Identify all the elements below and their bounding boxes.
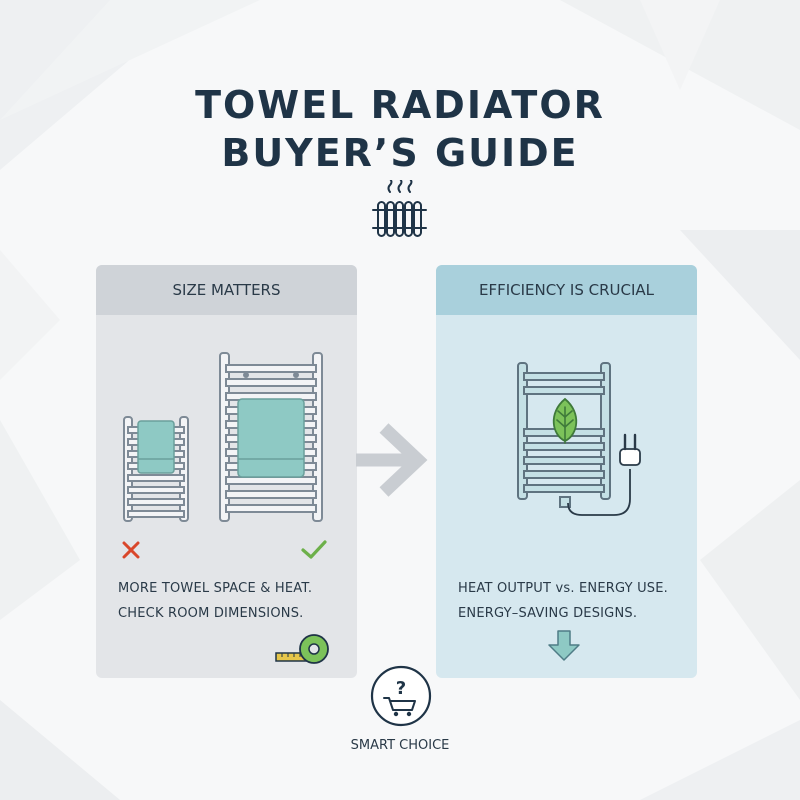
check-icon	[301, 540, 327, 559]
efficiency-panel: EFFICIENCY IS CRUCIAL HEAT OUTPUT v	[436, 265, 697, 678]
smart-choice-label: SMART CHOICE	[350, 738, 450, 753]
size-matters-heading: SIZE MATTERS	[96, 265, 357, 315]
leaf-icon	[552, 397, 578, 444]
svg-text:?: ?	[396, 678, 406, 699]
question-cart-icon: ?	[370, 665, 432, 727]
left-panel-line-1: MORE TOWEL SPACE & HEAT.	[118, 581, 313, 596]
tape-measure-icon	[275, 634, 329, 664]
heated-radiator-icon	[372, 180, 427, 237]
efficiency-heading: EFFICIENCY IS CRUCIAL	[436, 265, 697, 315]
plug-icon	[567, 433, 641, 516]
right-panel-line-2: ENERGY–SAVING DESIGNS.	[458, 606, 638, 621]
left-panel-line-2: CHECK ROOM DIMENSIONS.	[118, 606, 304, 621]
small-radiator-illustration	[123, 416, 189, 522]
page-title-line-2: BUYER’S GUIDE	[221, 131, 579, 175]
arrow-right-icon	[356, 423, 428, 497]
large-radiator-illustration	[219, 352, 323, 522]
efficient-radiator-illustration	[517, 362, 611, 508]
cross-icon	[122, 541, 140, 559]
arrow-down-icon	[548, 630, 580, 661]
size-matters-panel: SIZE MATTERS	[96, 265, 357, 678]
page-title-line-1: TOWEL RADIATOR	[195, 83, 605, 127]
right-panel-line-1: HEAT OUTPUT vs. ENERGY USE.	[458, 581, 668, 596]
